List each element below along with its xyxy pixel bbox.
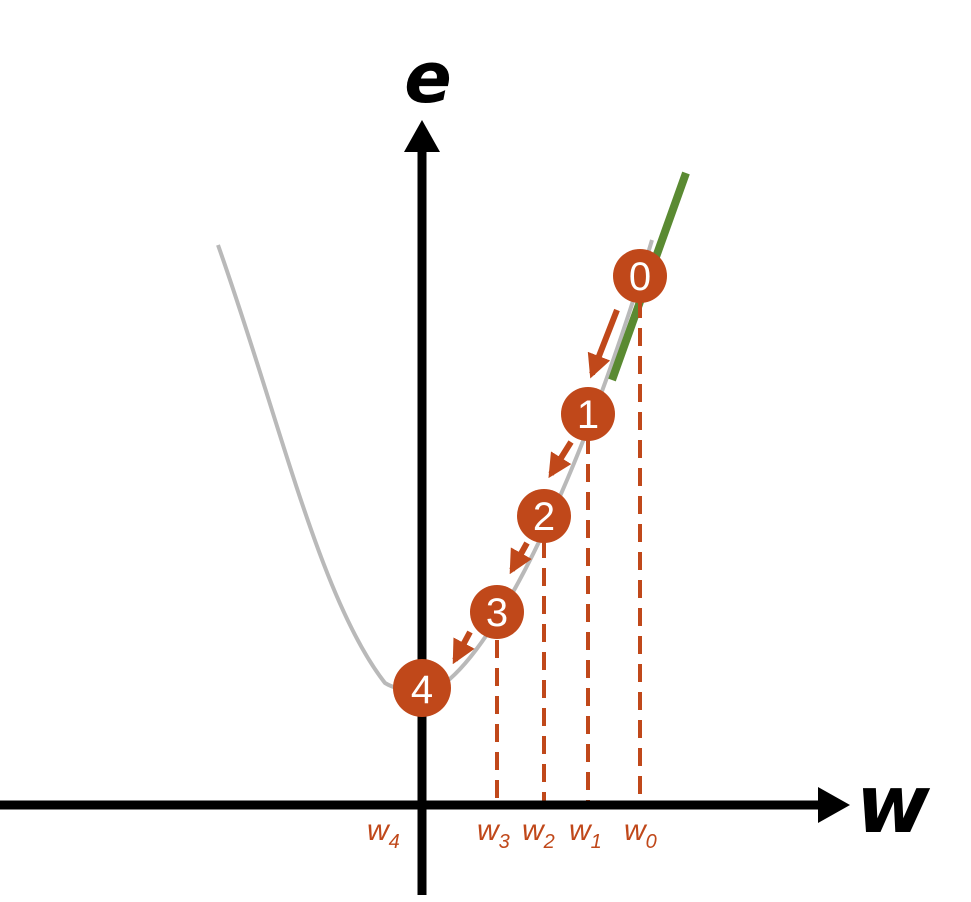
x-axis-label: w <box>856 758 931 851</box>
w-subscript: 1 <box>591 831 602 853</box>
w-base: w <box>569 814 593 847</box>
step-number: 3 <box>486 591 508 635</box>
step-arrows <box>452 308 620 665</box>
w-base: w <box>477 814 501 847</box>
step-marker-2: 2 <box>517 489 571 543</box>
w-label-0: w0 <box>624 814 657 853</box>
step-circle <box>517 489 571 543</box>
y-axis-label: e <box>404 37 451 119</box>
step-number: 2 <box>533 495 555 539</box>
y-axis-arrowhead <box>404 120 440 152</box>
w-subscript: 4 <box>389 831 400 853</box>
step-circle <box>470 585 524 639</box>
step-marker-1: 1 <box>561 387 615 441</box>
w-label-2: w2 <box>522 814 555 853</box>
w-label-3: w3 <box>477 814 510 853</box>
w-label-4: w4 <box>367 814 400 853</box>
step-marker-0: 0 <box>613 249 667 303</box>
step-circle <box>393 659 451 717</box>
step-arrow-0-1 <box>587 308 620 379</box>
step-marker-4: 4 <box>393 659 451 717</box>
step-marker-3: 3 <box>470 585 524 639</box>
w-subscript: 3 <box>499 831 510 853</box>
step-arrow-1-2 <box>548 440 574 479</box>
step-number: 4 <box>411 668 433 712</box>
step-arrow-2-3 <box>509 541 532 575</box>
step-arrow-3-4 <box>452 630 475 665</box>
w-subscript: 2 <box>543 831 555 853</box>
w-base: w <box>522 814 546 847</box>
step-circle <box>613 249 667 303</box>
w-base: w <box>624 814 648 847</box>
w-label-1: w1 <box>569 814 602 853</box>
step-number: 0 <box>629 255 651 299</box>
w-subscript: 0 <box>646 831 657 853</box>
step-number: 1 <box>577 393 599 437</box>
step-circle <box>561 387 615 441</box>
w-base: w <box>367 814 391 847</box>
x-axis-arrowhead <box>818 787 850 823</box>
